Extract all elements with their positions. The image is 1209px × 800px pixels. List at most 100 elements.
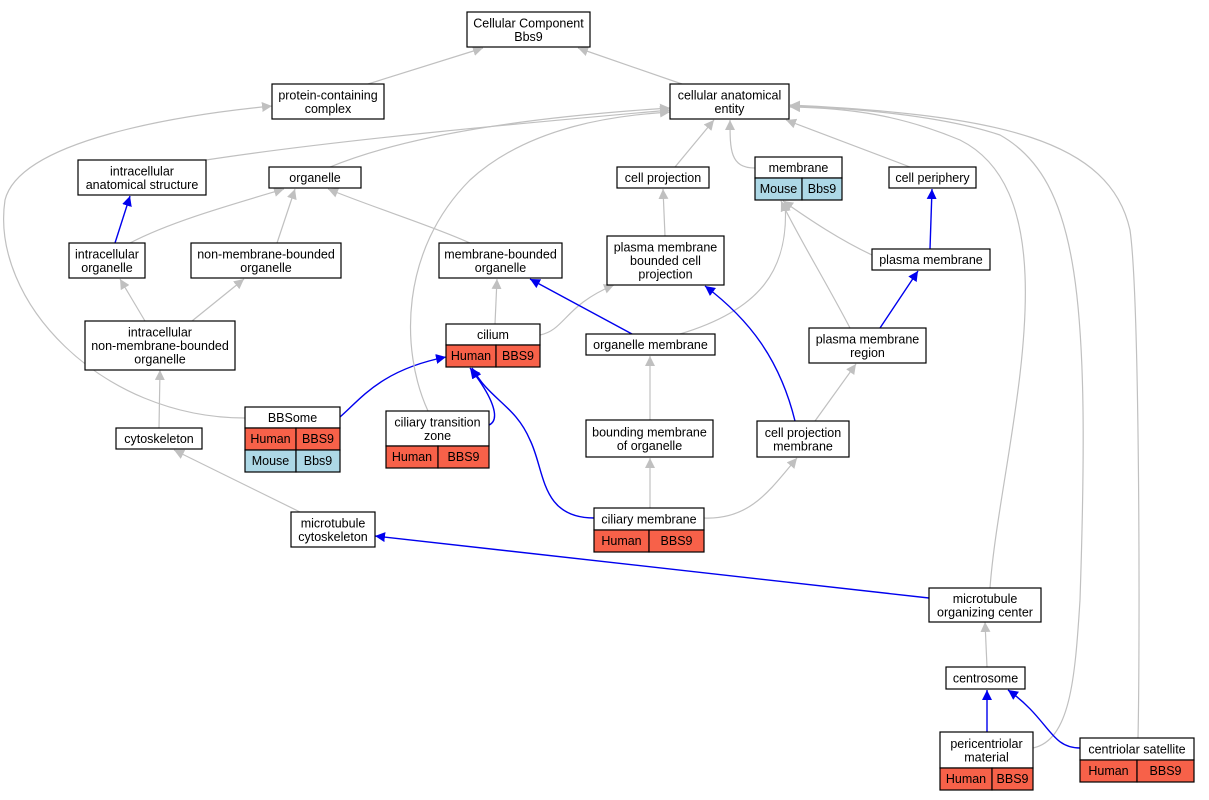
node-box — [438, 242, 563, 279]
gene-cell — [801, 177, 843, 201]
node-label-line: cytoskeleton — [124, 432, 194, 446]
node-box — [585, 419, 714, 458]
node-cytoskeleton[interactable]: cytoskeleton — [115, 427, 203, 450]
node-organelle-membrane[interactable]: organelle membrane — [585, 333, 716, 356]
edge-cellular-anatomical-entity-is_a-cellular-component — [577, 46, 683, 85]
node-box — [669, 83, 790, 120]
node-box — [871, 248, 991, 271]
edge-plasma-membrane-is_a-membrane — [782, 200, 873, 256]
edge-microtubule-cytoskeleton-is_a-cytoskeleton — [173, 449, 301, 513]
node-box — [68, 242, 146, 279]
node-label-line: plasma membrane — [879, 253, 983, 267]
gene-label: BBS9 — [661, 534, 693, 548]
edge-organelle-membrane-part_of-membrane-bounded-organelle — [529, 278, 633, 335]
edge-intracellular-anatomical-structure-is_a-cellular-anatomical-entity — [205, 105, 671, 161]
node-label-line: bounded cell — [630, 254, 701, 268]
gene-cell — [495, 344, 541, 368]
node-label-line: cell projection — [625, 171, 701, 185]
gene-label: BBS9 — [997, 772, 1029, 786]
node-cell-projection[interactable]: cell projection — [616, 166, 710, 189]
node-label-line: material — [964, 750, 1008, 764]
node-label-line: cytoskeleton — [298, 530, 368, 544]
node-box — [756, 420, 850, 458]
edge-cell-projection-membrane-part_of-plasma-membrane-bounded-cell-projection — [704, 285, 796, 422]
gene-label: Bbs9 — [808, 182, 837, 196]
edge-membrane-is_a-cellular-anatomical-entity — [725, 119, 756, 169]
gene-cell — [295, 449, 341, 473]
node-label-line: non-membrane-bounded — [91, 339, 229, 353]
edge-cytoskeleton-is_a-intracellular-non-membrane-bounded-organelle — [154, 369, 165, 429]
edge-bbsome-part_of-cilium — [339, 354, 447, 418]
annotation-row-mouse: Mouse Bbs9 — [754, 177, 843, 201]
edge-protein-containing-complex-is_a-cellular-component — [367, 46, 484, 85]
node-box — [616, 166, 710, 189]
node-label-line: plasma membrane — [816, 332, 920, 346]
node-label-line: plasma membrane — [614, 241, 718, 255]
species-label: Mouse — [760, 182, 798, 196]
node-label-line: projection — [638, 268, 692, 282]
node-label-line: intracellular — [110, 164, 174, 178]
edge-intracellular-non-membrane-bounded-organelle-is_a-intracellular-organelle — [119, 278, 146, 322]
edge-bbsome-is_a-protein-containing-complex — [3, 101, 273, 419]
node-label-line: centriolar satellite — [1088, 743, 1185, 757]
node-plasma-membrane[interactable]: plasma membrane — [871, 248, 991, 271]
edge-cell-projection-is_a-cellular-anatomical-entity — [674, 119, 715, 168]
edge-microtubule-organizing-center-part_of-microtubule-cytoskeleton — [374, 532, 930, 599]
node-label-line: Bbs9 — [514, 30, 543, 44]
edge-plasma-membrane-bounded-cell-projection-is_a-cell-projection — [658, 188, 669, 237]
gene-label: BBS9 — [302, 432, 334, 446]
gene-label: Bbs9 — [304, 454, 333, 468]
node-box — [939, 731, 1034, 769]
node-label-line: of organelle — [617, 439, 682, 453]
species-label: Human — [601, 534, 641, 548]
edge-organelle-membrane-is_a-membrane — [679, 200, 791, 335]
node-label-line: bounding membrane — [592, 425, 707, 439]
node-intracellular-non-membrane-bounded-organelle[interactable]: intracellularnon-membrane-boundedorganel… — [84, 320, 236, 371]
node-cell-periphery[interactable]: cell periphery — [888, 166, 977, 189]
edge-plasma-membrane-part_of-cell-periphery — [926, 188, 937, 250]
node-label-line: organelle — [475, 261, 526, 275]
gene-label: BBS9 — [448, 450, 480, 464]
node-box — [271, 83, 385, 120]
node-label-line: non-membrane-bounded — [197, 247, 335, 261]
node-box — [268, 166, 362, 189]
node-box — [808, 327, 927, 364]
edge-centriolar-satellite-is_a-cellular-anatomical-entity — [789, 100, 1140, 739]
node-label-line: centrosome — [953, 672, 1018, 686]
node-label-line: intracellular — [128, 326, 192, 340]
node-label-line: entity — [715, 102, 746, 116]
edge-cell-periphery-is_a-cellular-anatomical-entity — [785, 118, 911, 168]
node-organelle[interactable]: organelle — [268, 166, 362, 189]
edge-ciliary-membrane-part_of-cilium — [471, 367, 595, 519]
edge-cilium-is_a-membrane-bounded-organelle — [491, 278, 502, 325]
node-label-line: microtubule — [953, 592, 1018, 606]
node-label-line: membrane-bounded — [444, 247, 557, 261]
node-centrosome[interactable]: centrosome — [945, 666, 1026, 690]
node-label-line: ciliary membrane — [601, 513, 696, 527]
